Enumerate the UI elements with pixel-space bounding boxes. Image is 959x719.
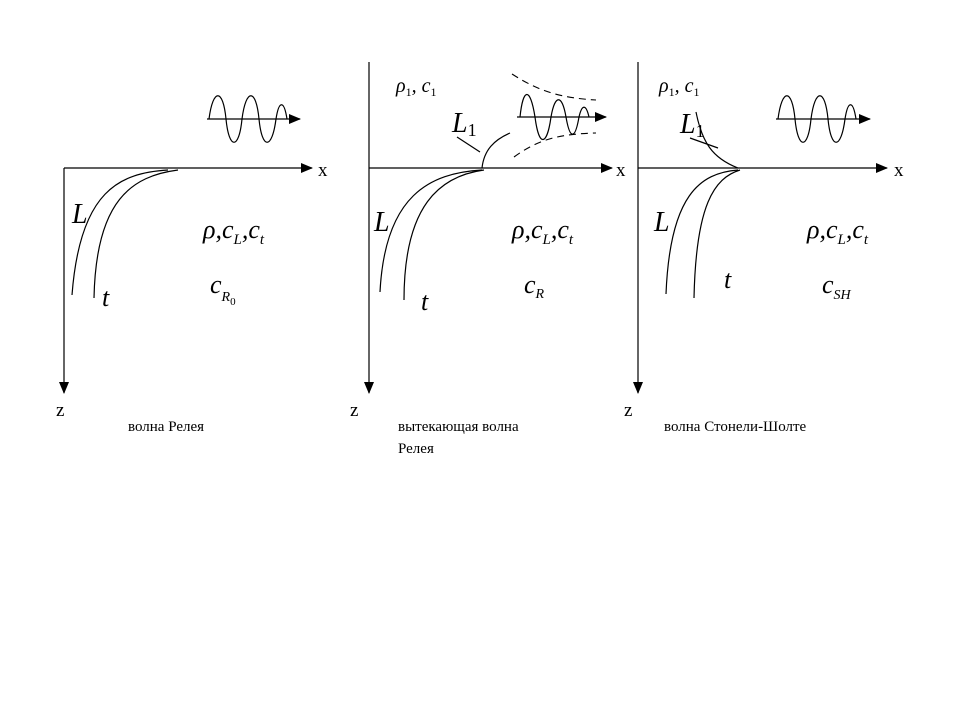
medium-params: ρ,cL,ct bbox=[806, 215, 869, 248]
panel-stoneley-scholte: x z ρ1, c1 L1 L t ρ,cL,ct cSH волна Стон… bbox=[624, 62, 904, 435]
upper-medium-params: ρ1, c1 bbox=[658, 75, 700, 99]
velocity-label: cSH bbox=[822, 270, 852, 303]
caption: волна Релея bbox=[128, 419, 204, 435]
curve-L1-label: L1 bbox=[679, 109, 705, 141]
curve-L1-label: L1 bbox=[451, 108, 477, 140]
envelope-lower bbox=[513, 132, 597, 158]
x-axis-label: x bbox=[616, 160, 626, 181]
curve-t-label: t bbox=[102, 283, 110, 312]
curve-L bbox=[379, 169, 483, 293]
sine-wave bbox=[519, 94, 590, 140]
L1-pointer bbox=[689, 137, 719, 149]
sine-wave bbox=[208, 95, 288, 143]
velocity-label: cR0 bbox=[210, 270, 236, 308]
curve-L bbox=[665, 169, 739, 295]
upper-medium-params: ρ1, c1 bbox=[395, 75, 437, 99]
z-axis-label: z bbox=[56, 400, 64, 421]
curve-t-label: t bbox=[421, 287, 429, 316]
wave-icon bbox=[776, 95, 871, 143]
caption: волна Стонели-Шолте bbox=[664, 419, 807, 435]
curve-L-label: L bbox=[373, 207, 390, 238]
panel-rayleigh: x z L t ρ,cL,ct cR0 волна Релея bbox=[56, 95, 328, 435]
leaky-wave-icon bbox=[511, 73, 607, 158]
curve-L1 bbox=[481, 132, 511, 169]
velocity-label: cR bbox=[524, 270, 545, 302]
curve-t bbox=[403, 169, 485, 301]
sine-wave bbox=[777, 95, 857, 143]
curve-L1 bbox=[695, 111, 739, 169]
curve-t bbox=[93, 169, 179, 299]
x-axis-label: x bbox=[318, 160, 328, 181]
curve-t-label: t bbox=[724, 265, 732, 294]
caption-line2: Релея bbox=[398, 441, 434, 457]
L1-pointer bbox=[456, 136, 481, 153]
medium-params: ρ,cL,ct bbox=[202, 215, 265, 248]
z-axis-label: z bbox=[624, 400, 632, 421]
curve-L bbox=[71, 169, 169, 296]
medium-params: ρ,cL,ct bbox=[511, 215, 574, 248]
curve-L-label: L bbox=[71, 199, 88, 230]
caption: вытекающая волна bbox=[398, 419, 519, 435]
z-axis-label: z bbox=[350, 400, 358, 421]
curve-t bbox=[693, 169, 741, 299]
x-axis-label: x bbox=[894, 160, 904, 181]
wave-icon bbox=[207, 95, 301, 143]
curve-L-label: L bbox=[653, 207, 670, 238]
panel-leaky-rayleigh: x z ρ1, c1 L1 L t ρ,cL,ct cR вытекающая … bbox=[350, 62, 626, 457]
